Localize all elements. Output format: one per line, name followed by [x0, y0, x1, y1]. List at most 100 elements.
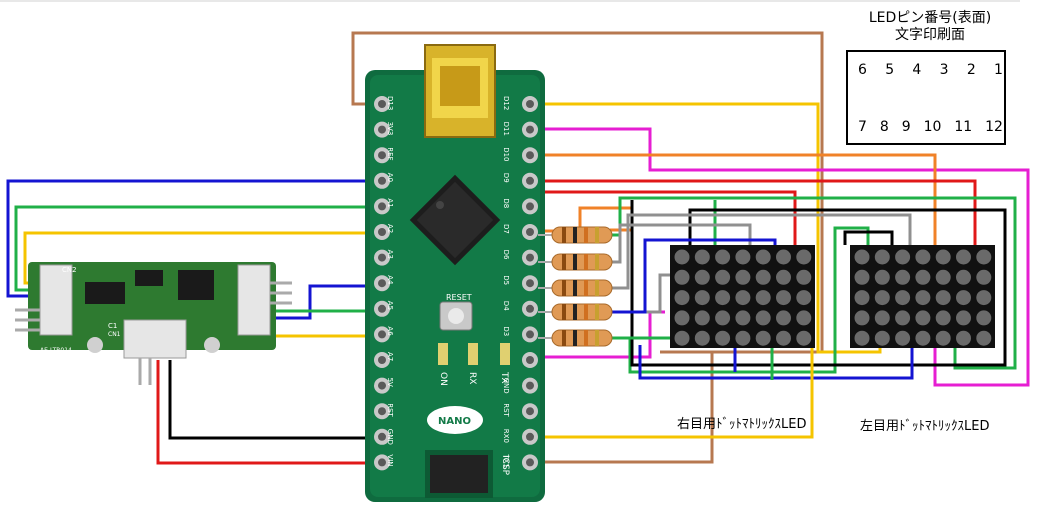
- pin-hole: [526, 458, 534, 467]
- pin-label: RST: [386, 403, 394, 417]
- resistor: [551, 253, 613, 271]
- wire-red-vin: [156, 360, 388, 465]
- pin-hole: [526, 407, 534, 416]
- sensor-silk-bottom: AE-LTR014: [40, 347, 72, 354]
- resistor: [551, 226, 613, 244]
- pin-hole: [526, 253, 534, 262]
- pin-label: D6: [502, 250, 510, 260]
- resistor-band: [573, 254, 577, 270]
- matrix-dot: [694, 330, 710, 346]
- wire-brown-d13: [351, 31, 824, 354]
- matrix-dot: [694, 310, 710, 326]
- matrix-dot: [956, 330, 971, 346]
- matrix-dot: [895, 269, 911, 285]
- matrix-dot: [895, 249, 911, 265]
- matrix-dot: [735, 330, 751, 346]
- pin-hole: [526, 356, 534, 364]
- pin-label: D8: [502, 198, 510, 208]
- pin-hole: [526, 381, 534, 390]
- sensor-silk-cn2: CN2: [62, 266, 77, 274]
- matrix-dot: [755, 310, 771, 326]
- pin-label: D7: [502, 224, 510, 234]
- matrix-dot: [976, 290, 992, 306]
- pin-number: 6: [858, 62, 867, 78]
- matrix-dot: [976, 310, 992, 326]
- matrix-dot: [715, 310, 731, 326]
- pin-number: 9: [901, 119, 911, 135]
- led-label-on: ON: [438, 372, 448, 386]
- pin-hole: [526, 304, 534, 313]
- reset-label: RESET: [446, 293, 472, 302]
- pin-legend-title: LEDピン番号(表面) 文字印刷面: [850, 10, 1010, 44]
- pin-number: 5: [885, 62, 895, 78]
- matrix-dot: [854, 269, 870, 285]
- resistor: [551, 329, 613, 347]
- pin-number: 3: [939, 62, 949, 78]
- matrix-dot: [895, 330, 911, 346]
- matrix-dot: [915, 249, 931, 265]
- matrix-dot: [956, 249, 971, 265]
- resistor-band: [595, 227, 599, 243]
- resistor-bank: [538, 226, 613, 347]
- matrix-dot: [796, 310, 812, 326]
- pin-hole: [526, 279, 534, 288]
- pin-hole: [378, 432, 386, 441]
- matrix-dot: [796, 269, 812, 285]
- matrix-dot: [715, 330, 731, 346]
- matrix-dot: [915, 290, 931, 306]
- resistor: [551, 279, 613, 297]
- nano-logo: [427, 406, 483, 434]
- matrix-dot: [956, 290, 971, 306]
- pin-label: D9: [502, 173, 510, 183]
- pin-label: RX0: [502, 429, 510, 443]
- matrix-dot: [935, 290, 951, 306]
- wire-yellow-rx: [538, 340, 814, 439]
- pin-legend-box: 6 5 4 3 2 1 7 8 9 10 11 12: [846, 50, 1006, 145]
- pin-label: A7: [386, 352, 394, 361]
- pin-label: RST: [502, 403, 510, 417]
- pin-label: D3: [502, 326, 510, 336]
- pin-label: A1: [386, 198, 394, 207]
- pin-label: REF: [386, 147, 394, 160]
- icsp-label: ICSP: [500, 455, 510, 476]
- matrix-dot: [895, 290, 911, 306]
- matrix-dot: [776, 290, 791, 306]
- pin-label: 3V3: [386, 122, 394, 136]
- wire-red-d9: [538, 179, 977, 245]
- pin-legend-top-row: 6 5 4 3 2 1: [858, 62, 1003, 78]
- pin-hole: [378, 304, 386, 313]
- matrix-dot: [874, 330, 890, 346]
- pin-number: 7: [858, 119, 867, 135]
- resistor-band: [584, 280, 588, 296]
- resistor-band: [562, 227, 566, 243]
- pin-hole: [378, 176, 386, 185]
- resistor-band: [562, 304, 566, 320]
- matrix-dot: [874, 290, 890, 306]
- matrix-dot: [776, 269, 791, 285]
- sensor-silk-c1: C1: [108, 322, 117, 330]
- pin-hole: [378, 228, 386, 236]
- resistor-band: [595, 304, 599, 320]
- left-matrix-label: 左目用ﾄﾞｯﾄﾏﾄﾘｯｸｽLED: [860, 419, 990, 434]
- pin-hole: [526, 125, 534, 134]
- matrix-dot: [976, 330, 992, 346]
- pin-number: 11: [954, 119, 973, 135]
- pin-label: A3: [386, 250, 394, 259]
- resistor-band: [584, 227, 588, 243]
- wire-black-gnd: [168, 360, 388, 440]
- pin-number: 2: [966, 62, 976, 78]
- pin-label: A4: [386, 275, 394, 285]
- board-name: NANO: [438, 416, 471, 427]
- pin-label: A2: [386, 224, 394, 233]
- pin-hole: [526, 228, 534, 236]
- sensor-silk-cn1: CN1: [108, 331, 121, 338]
- pin-label: A6: [386, 326, 394, 336]
- matrix-dot: [755, 290, 771, 306]
- matrix-dot: [674, 310, 690, 326]
- wire-brown-tx1: [538, 350, 714, 464]
- matrix-dot: [715, 269, 731, 285]
- matrix-dot: [976, 249, 992, 265]
- pin-hole: [378, 125, 386, 134]
